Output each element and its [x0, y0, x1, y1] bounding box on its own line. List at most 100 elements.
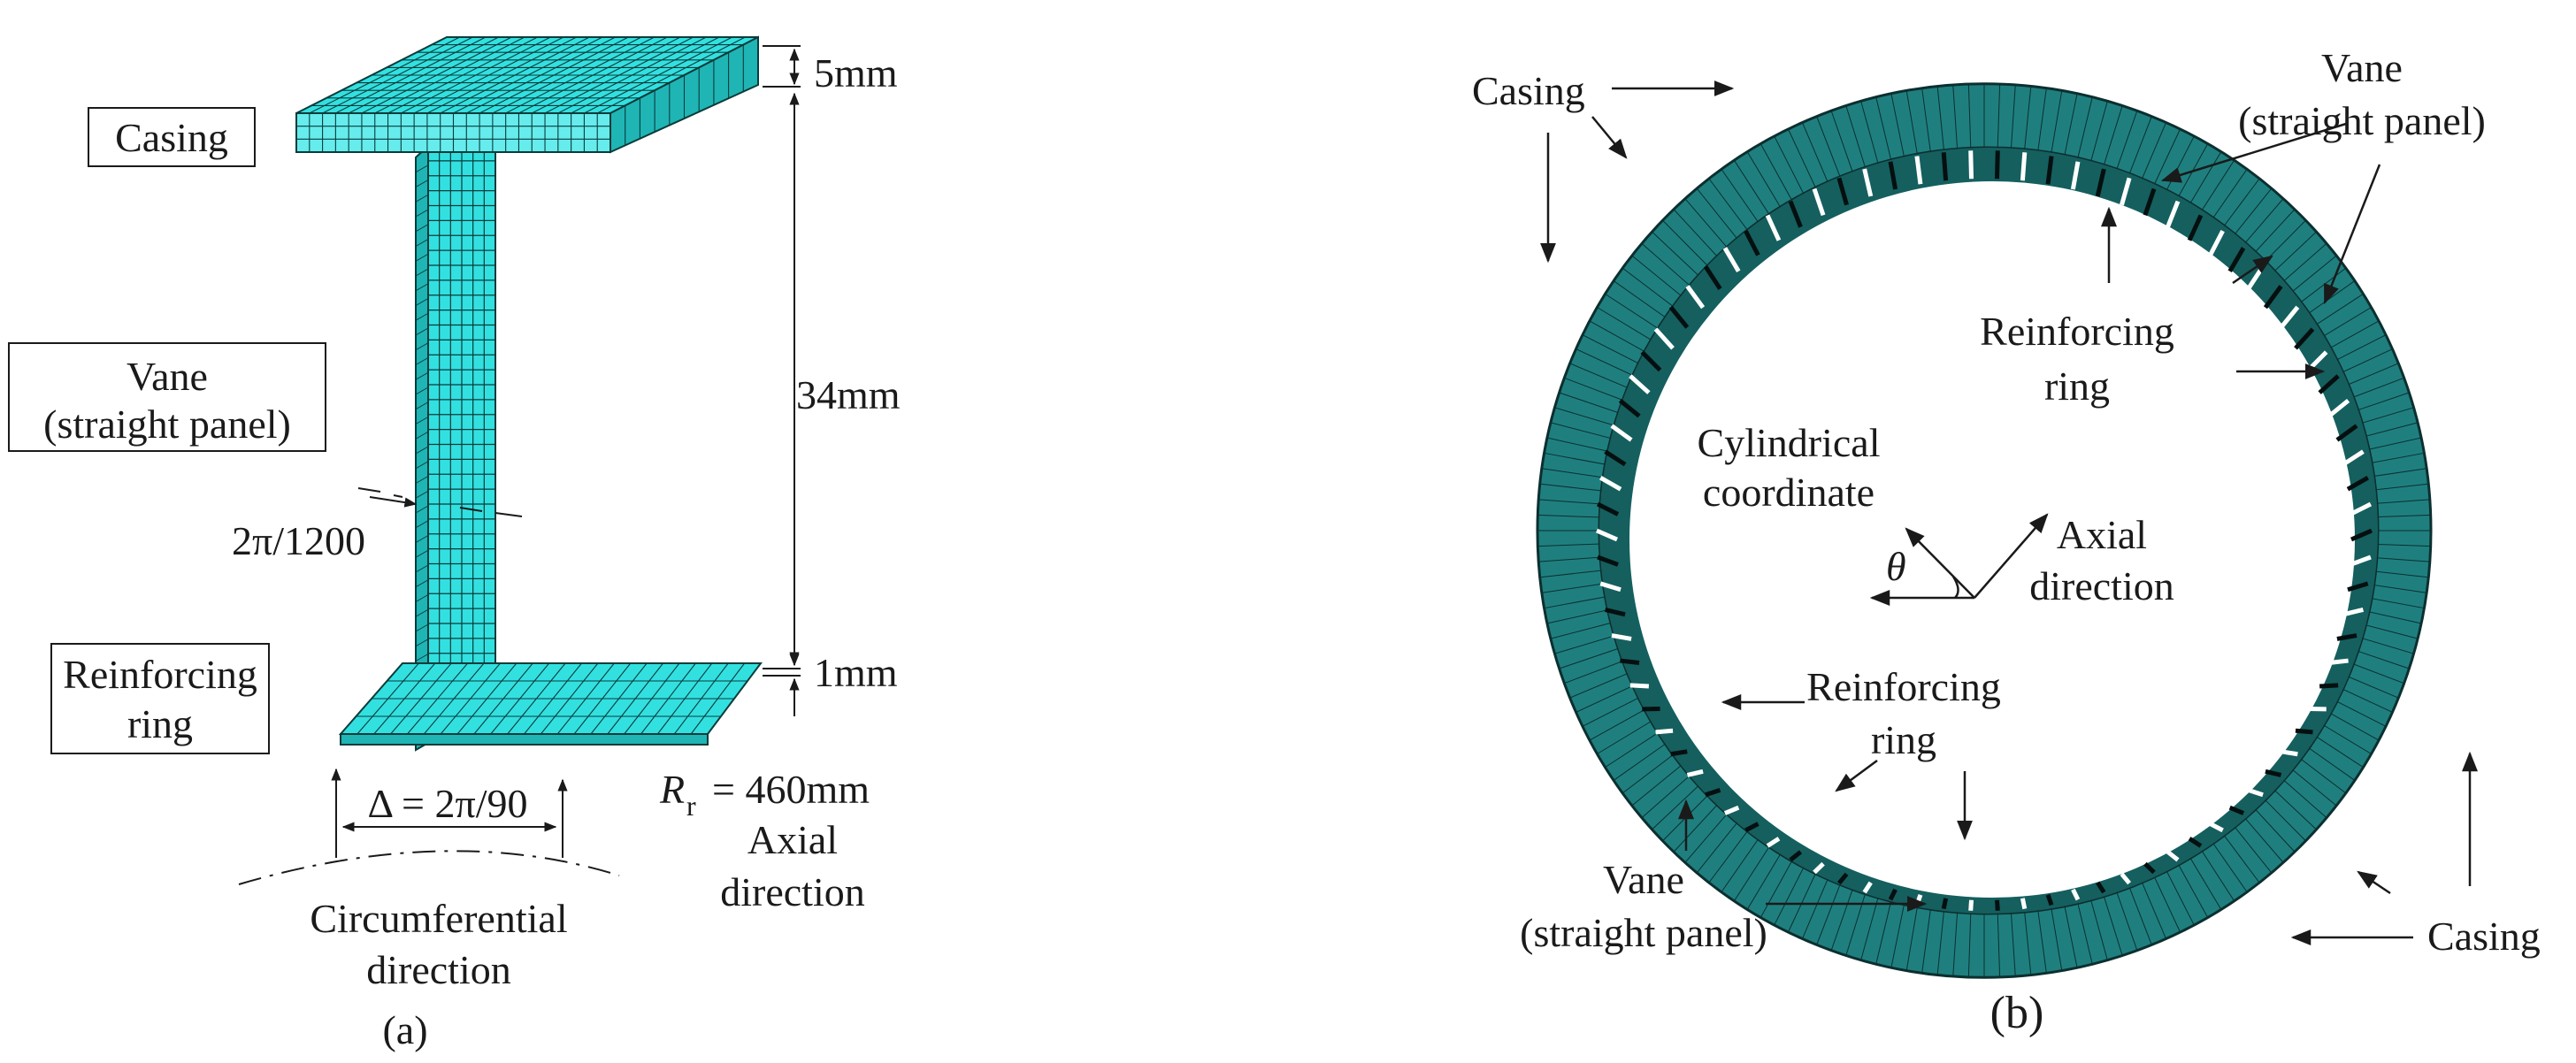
casing-thickness-label: 5mm [814, 50, 898, 96]
vane-slot [1610, 424, 1633, 442]
vane-bottom-line1: Vane [1603, 857, 1684, 902]
vane-slot [2342, 607, 2365, 617]
mesh-line [415, 268, 429, 277]
panel-b-caption: (b) [1990, 988, 2044, 1038]
reinforcing-label-line2: ring [127, 701, 193, 746]
mesh-line [415, 164, 429, 173]
vane-slot [1620, 658, 1640, 666]
vane-slot [2188, 837, 2203, 848]
vane-slot [1968, 150, 1974, 180]
ring-thickness-label: 1mm [814, 650, 898, 695]
radius-symbol: R [659, 767, 685, 812]
mesh-line [415, 490, 429, 499]
vane-slot [2263, 285, 2283, 310]
mesh-line [415, 535, 429, 543]
vane-slot [1888, 888, 1898, 901]
vane-label-line2: (straight panel) [43, 401, 291, 447]
vane-angle-label: 2π/1200 [232, 518, 365, 563]
vane-slot [1888, 161, 1898, 190]
mesh-line [415, 608, 429, 617]
reinforcing-bottom-line1: Reinforcing [1806, 664, 2001, 709]
vane-slot [2208, 230, 2225, 256]
circumferential-line2: direction [366, 947, 511, 992]
vane-slot [2166, 200, 2181, 228]
vane-slot [2187, 214, 2204, 241]
vane-slot [1604, 449, 1627, 467]
casing-top-label: Casing [1472, 68, 1585, 113]
mesh-line [415, 549, 429, 558]
mesh-line [415, 476, 429, 484]
annotation-arrows [1540, 80, 2478, 945]
mesh-line [415, 520, 429, 529]
vane-slot [1941, 898, 1949, 910]
vane-slot [1744, 822, 1760, 833]
vane-slot [1968, 899, 1974, 911]
casing-label-box [88, 107, 256, 167]
vane-slot [2350, 554, 2372, 567]
vane-slot [1766, 837, 1781, 848]
cylindrical-line2: coordinate [1703, 470, 1874, 515]
vane-slot [1914, 156, 1923, 185]
vane-slot [2319, 683, 2339, 689]
vane-slot [2045, 893, 2054, 906]
vane-slot [1723, 805, 1740, 815]
vane-top-line2: (straight panel) [2238, 98, 2486, 143]
mesh-line [415, 224, 429, 233]
vane-slot [2346, 475, 2369, 492]
vane-slot [1812, 187, 1826, 217]
reinforcing-ring-mesh-grid [356, 662, 748, 735]
vane-slot [2045, 156, 2054, 185]
coordinate-axes [1869, 513, 2049, 606]
panel-a-caption: (a) [382, 1007, 427, 1052]
mesh-line [415, 417, 429, 424]
vane-slot [2070, 161, 2081, 190]
vane-slot [2143, 187, 2157, 217]
vane-slot [1836, 177, 1849, 206]
vane-slot [1655, 728, 1674, 735]
vane-slot [1611, 633, 1632, 641]
dimension-lines [763, 45, 801, 716]
mesh-line [415, 342, 429, 351]
vane-angle-indicator [357, 487, 523, 517]
vane-slot [1670, 749, 1688, 757]
vane-height-label: 34mm [796, 372, 901, 417]
casing-label: Casing [115, 115, 228, 160]
vane-slot [2347, 581, 2369, 593]
vane-slot [1653, 327, 1675, 350]
mesh-line [415, 209, 429, 218]
sector-angle-label: Δ = 2π/90 [368, 781, 528, 826]
cylindrical-line1: Cylindrical [1698, 420, 1881, 465]
mesh-line [415, 401, 429, 410]
vane-slot [2318, 374, 2340, 394]
mesh-line [415, 357, 429, 365]
radius-subscript: r [686, 790, 696, 822]
vane-label-line1: Vane [126, 354, 208, 399]
sector-angle-indicator [238, 768, 620, 885]
vane-slot [2120, 177, 2132, 206]
vane-slot [2020, 898, 2028, 910]
mesh-line [415, 623, 429, 632]
vane-slot [2120, 872, 2132, 885]
vane-slot [1685, 285, 1706, 310]
mesh-line [415, 654, 429, 662]
vane-slot [2071, 888, 2081, 901]
vane-slot [1744, 230, 1760, 256]
mesh-line [415, 505, 429, 514]
vane-slot [2247, 788, 2264, 798]
vane-slot [2350, 528, 2373, 542]
vane-slot [2096, 881, 2106, 894]
mesh-line [415, 431, 429, 440]
reinforcing-top-line2: ring [2044, 363, 2110, 409]
vane-slot [2327, 398, 2350, 418]
vane-slot [1668, 305, 1690, 329]
vane-slot [1604, 607, 1626, 617]
vane-slot [1597, 554, 1619, 567]
vane-slot [2335, 424, 2358, 442]
mesh-line [415, 594, 429, 602]
reinforcing-top-line1: Reinforcing [1980, 309, 2174, 354]
mesh-line [415, 298, 429, 306]
mesh-line [415, 180, 429, 187]
vane-slot [1629, 374, 1651, 394]
circumferential-line1: Circumferential [310, 896, 567, 941]
